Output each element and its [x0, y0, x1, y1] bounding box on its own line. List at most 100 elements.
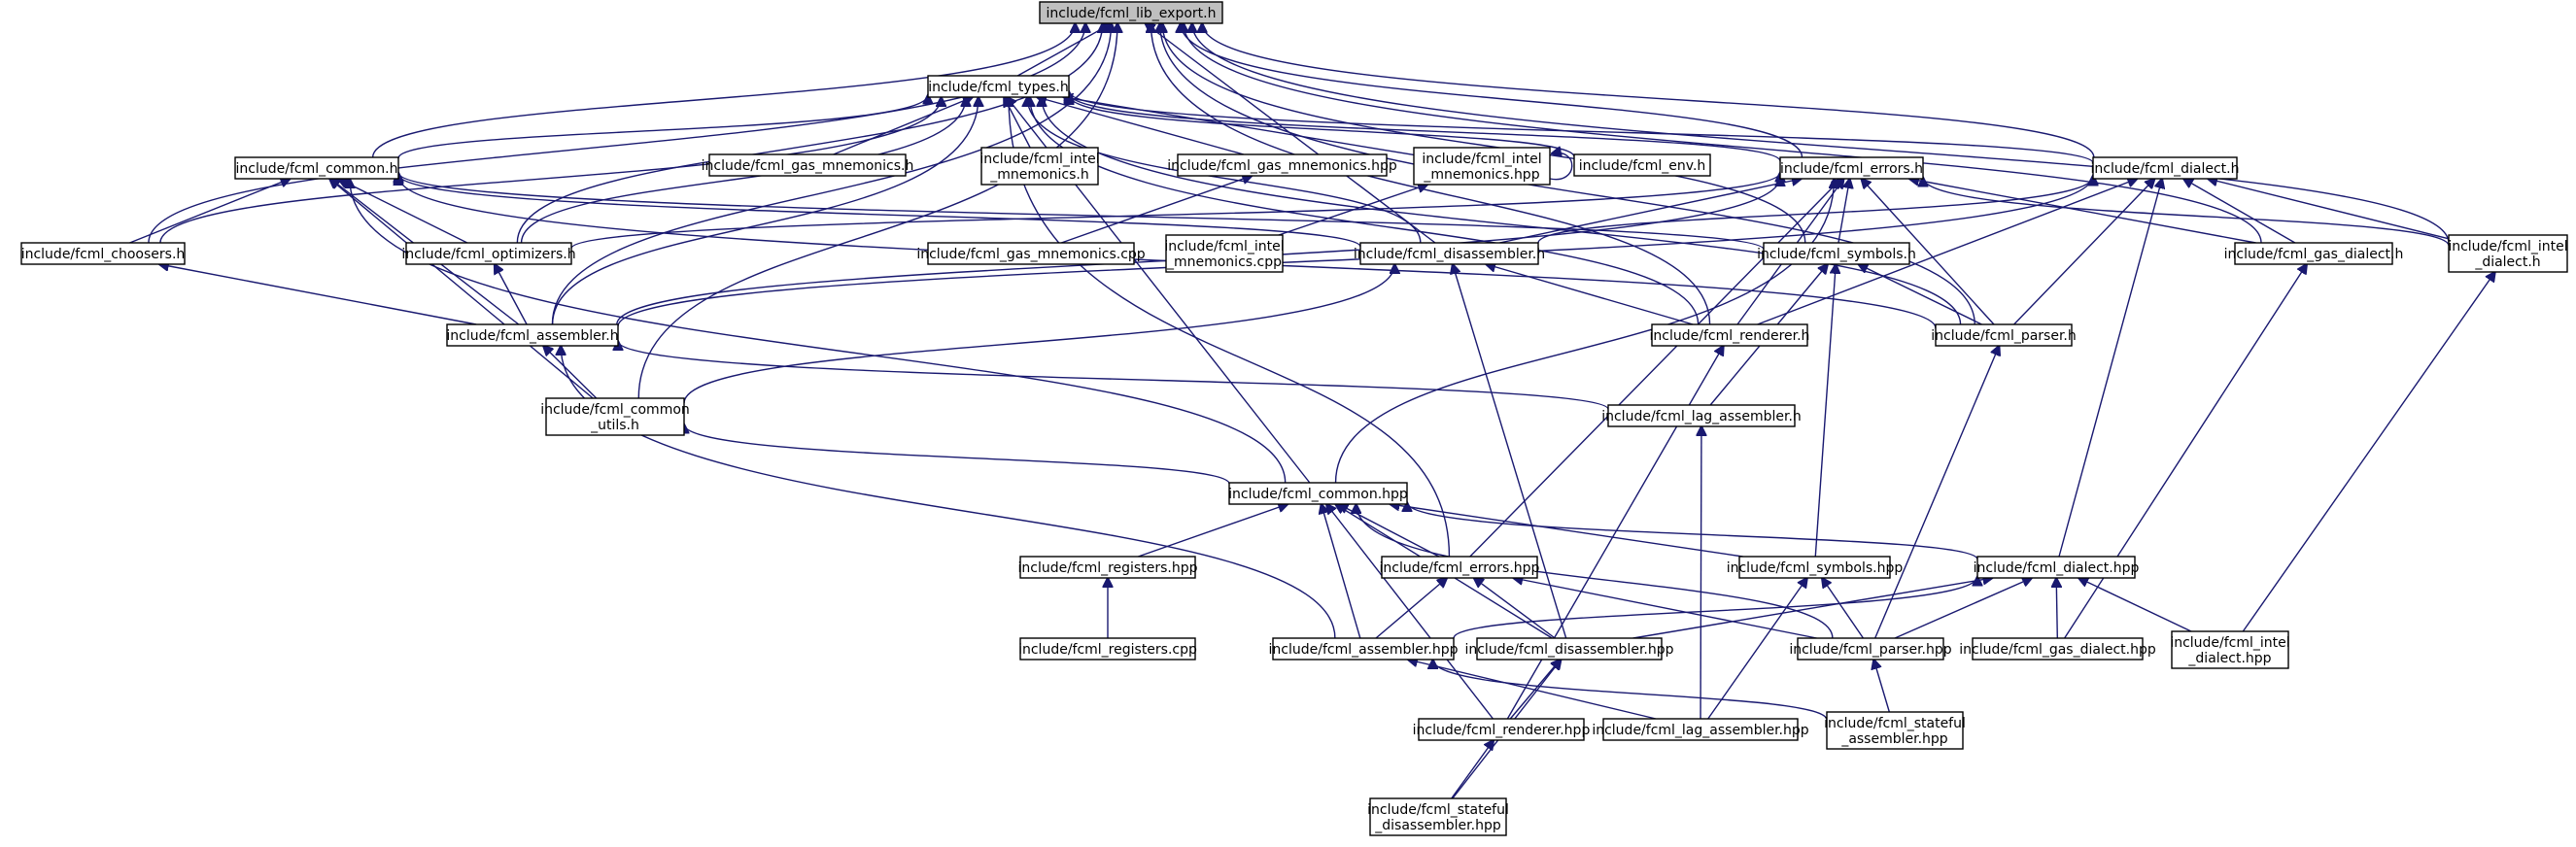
- node-label: include/fcml_gas_mnemonics.hpp: [1167, 158, 1397, 174]
- edge-assembler_hpp-to-assembler_h: [561, 346, 1336, 639]
- node-label: include/fcml_stateful: [1824, 716, 1966, 731]
- file-node-registers_cpp[interactable]: include/fcml_registers.cpp: [1018, 637, 1197, 661]
- edge-optimizers_h-to-types_h: [520, 97, 966, 244]
- file-node-choosers_h[interactable]: include/fcml_choosers.h: [20, 242, 186, 265]
- file-node-registers_hpp[interactable]: include/fcml_registers.hpp: [1018, 556, 1198, 579]
- file-node-intel_mnem_h[interactable]: include/fcml_intel_mnemonics.h: [979, 147, 1100, 186]
- edge-stateful_disasm_hpp-to-renderer_hpp: [1451, 740, 1494, 799]
- edge-symbols_hpp-to-common_hpp: [1390, 504, 1743, 558]
- edge-intel_dialect_h-to-lib_export: [1192, 23, 2450, 244]
- node-label: include/fcml_errors.hpp: [1380, 560, 1540, 576]
- file-node-common_hpp[interactable]: include/fcml_common.hpp: [1228, 482, 1408, 505]
- edge-disassembler_h-to-common_h: [398, 174, 1361, 248]
- file-node-gas_mnem_cpp[interactable]: include/fcml_gas_mnemonics.cpp: [916, 242, 1146, 265]
- file-node-types_h[interactable]: include/fcml_types.h: [927, 75, 1070, 98]
- edge-gas_dialect_h-to-lib_export: [1184, 23, 2262, 244]
- file-node-intel_dialect_h[interactable]: include/fcml_intel_dialect.h: [2448, 234, 2568, 273]
- node-box: [1359, 242, 1539, 265]
- node-box: [1228, 482, 1408, 505]
- file-node-gas_dialect_hpp[interactable]: include/fcml_gas_dialect.hpp: [1959, 637, 2156, 661]
- edge-common_h-to-lib_export: [371, 23, 1076, 158]
- node-label: _dialect.h: [2474, 254, 2540, 270]
- edge-intel_dialect_h-to-dialect_h: [2208, 179, 2450, 240]
- file-node-renderer_h[interactable]: include/fcml_renderer.h: [1650, 323, 1810, 347]
- node-box: [1369, 797, 1507, 836]
- file-node-symbols_h[interactable]: include/fcml_symbols.h: [1757, 242, 1916, 265]
- node-label: include/fcml_assembler.hpp: [1269, 642, 1459, 658]
- edge-lag_assembler_hpp-to-symbols_hpp: [1707, 578, 1807, 720]
- file-node-optimizers_h[interactable]: include/fcml_optimizers.h: [401, 242, 576, 265]
- file-node-stateful_asm_hpp[interactable]: include/fcml_stateful_assembler.hpp: [1824, 711, 1966, 750]
- edge-intel_dialect_h-to-errors_h: [1923, 178, 2450, 247]
- edge-dialect_h-to-types_h: [1069, 91, 2094, 164]
- edge-assembler_hpp-to-common_hpp: [1322, 504, 1361, 639]
- file-node-common_h[interactable]: include/fcml_common.h: [234, 156, 399, 180]
- node-label: include/fcml_parser.h: [1931, 328, 2077, 344]
- edge-disassembler_hpp-to-dialect_hpp: [1632, 578, 1993, 639]
- node-label: include/fcml_renderer.h: [1650, 328, 1810, 344]
- file-node-lib_export[interactable]: include/fcml_lib_export.h: [1039, 1, 1223, 24]
- file-node-dialect_h[interactable]: include/fcml_dialect.h: [2091, 156, 2240, 180]
- node-label: include/fcml_optimizers.h: [401, 247, 575, 262]
- node-label: include/fcml_dialect.hpp: [1974, 560, 2140, 576]
- node-label: include/fcml_disassembler.hpp: [1464, 642, 1673, 658]
- node-label: include/fcml_gas_mnemonics.h: [702, 158, 914, 174]
- file-node-assembler_hpp[interactable]: include/fcml_assembler.hpp: [1269, 637, 1459, 661]
- edge-parser_hpp-to-parser_h: [1874, 346, 2000, 639]
- edge-gas_mnem_cpp-to-gas_mnem_hpp: [1061, 176, 1252, 244]
- file-node-errors_h[interactable]: include/fcml_errors.h: [1779, 156, 1924, 180]
- file-node-parser_hpp[interactable]: include/fcml_parser.hpp: [1789, 637, 1952, 661]
- edge-parser_hpp-to-symbols_hpp: [1822, 578, 1865, 639]
- node-box: [1381, 556, 1538, 579]
- file-node-disassembler_h[interactable]: include/fcml_disassembler.h: [1354, 242, 1545, 265]
- edge-renderer_h-to-disassembler_h: [1486, 264, 1694, 325]
- node-box: [1779, 156, 1924, 180]
- node-label: _disassembler.hpp: [1374, 818, 1501, 833]
- file-node-renderer_hpp[interactable]: include/fcml_renderer.hpp: [1413, 718, 1591, 741]
- file-node-gas_mnem_hpp[interactable]: include/fcml_gas_mnemonics.hpp: [1167, 153, 1397, 177]
- node-box: [2448, 234, 2568, 273]
- file-node-env_h[interactable]: include/fcml_env.h: [1573, 153, 1711, 177]
- file-node-assembler_h[interactable]: include/fcml_assembler.h: [446, 323, 619, 347]
- file-node-lag_assembler_h[interactable]: include/fcml_lag_assembler.h: [1601, 404, 1802, 427]
- node-box: [1019, 637, 1196, 661]
- node-box: [1797, 637, 1944, 661]
- node-label: include/fcml_lag_assembler.hpp: [1592, 723, 1808, 738]
- node-box: [1019, 556, 1196, 579]
- file-node-intel_mnem_cpp[interactable]: include/fcml_intel_mnemonics.cpp: [1164, 234, 1285, 273]
- node-box: [1602, 718, 1799, 741]
- node-box: [927, 242, 1135, 265]
- file-node-disassembler_hpp[interactable]: include/fcml_disassembler.hpp: [1464, 637, 1674, 661]
- file-node-gas_mnem_h[interactable]: include/fcml_gas_mnemonics.h: [702, 153, 914, 177]
- edge-stateful_asm_hpp-to-parser_hpp: [1873, 660, 1891, 713]
- node-box: [545, 397, 685, 436]
- edge-lag_assembler_h-to-assembler_h: [618, 341, 1609, 410]
- node-label: include/fcml_errors.h: [1780, 161, 1923, 177]
- file-node-common_utils_h[interactable]: include/fcml_common_utils.h: [540, 397, 690, 436]
- node-box: [20, 242, 186, 265]
- file-node-intel_mnem_hpp[interactable]: include/fcml_intel_mnemonics.hpp: [1413, 147, 1551, 186]
- edge-choosers_h-to-types_h: [159, 97, 942, 244]
- file-node-parser_h[interactable]: include/fcml_parser.h: [1931, 323, 2077, 347]
- edge-renderer_hpp-to-renderer_h: [1506, 346, 1723, 720]
- edge-optimizers_h-to-lib_export: [516, 23, 1102, 244]
- node-label: include/fcml_common: [540, 402, 690, 418]
- node-label: include/fcml_gas_dialect.h: [2224, 247, 2404, 262]
- node-box: [1763, 242, 1910, 265]
- node-label: include/fcml_renderer.hpp: [1413, 723, 1591, 738]
- file-node-lag_assembler_hpp[interactable]: include/fcml_lag_assembler.hpp: [1592, 718, 1809, 741]
- file-node-errors_hpp[interactable]: include/fcml_errors.hpp: [1380, 556, 1540, 579]
- file-node-stateful_disasm_hpp[interactable]: include/fcml_stateful_disassembler.hpp: [1367, 797, 1509, 836]
- file-node-intel_dialect_hpp[interactable]: include/fcml_intel_dialect.hpp: [2170, 630, 2290, 669]
- file-node-dialect_hpp[interactable]: include/fcml_dialect.hpp: [1974, 556, 2140, 579]
- node-label: _mnemonics.h: [989, 167, 1088, 183]
- edge-intel_dialect_hpp-to-intel_dialect_h: [2242, 272, 2494, 632]
- node-label: include/fcml_registers.cpp: [1018, 642, 1197, 658]
- node-label: include/fcml_intel: [979, 152, 1099, 167]
- edge-renderer_hpp-to-disassembler_hpp: [1509, 660, 1560, 720]
- edge-parser_h-to-errors_h: [1862, 179, 1995, 325]
- edge-disassembler_h-to-types_h: [1027, 97, 1422, 244]
- file-node-symbols_hpp[interactable]: include/fcml_symbols.hpp: [1727, 556, 1904, 579]
- file-node-gas_dialect_h[interactable]: include/fcml_gas_dialect.h: [2224, 242, 2404, 265]
- node-box: [1935, 323, 2073, 347]
